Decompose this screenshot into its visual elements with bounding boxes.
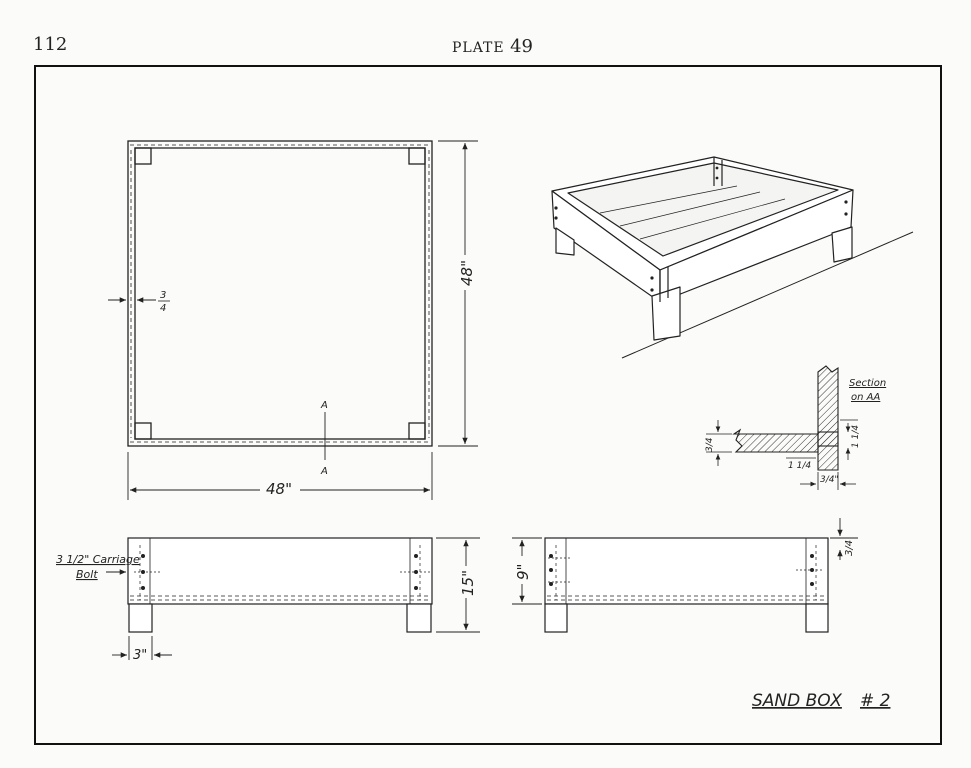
- carriage-bolt-label-line1: 3 1/2" Carriage: [56, 553, 140, 566]
- drawing-title: SAND BOX # 2: [752, 691, 890, 711]
- title-number: # 2: [860, 691, 890, 711]
- carriage-bolt-label-line2: Bolt: [76, 568, 98, 581]
- side-elevation: [544, 537, 829, 633]
- plan-width-dimension: [127, 452, 433, 500]
- side-height-dimension: [512, 537, 542, 605]
- plan-width-label: 48": [266, 480, 292, 498]
- side-bolts: [549, 554, 814, 586]
- plan-view: [127, 140, 433, 460]
- perspective-bolts: [554, 166, 848, 292]
- perspective-view: [551, 156, 914, 359]
- plan-depth-dimension: [438, 140, 478, 447]
- plate-heading: PLATE 49: [452, 36, 533, 57]
- section-side-dim: 3/4": [820, 475, 839, 485]
- rim-dimension: [830, 518, 858, 560]
- leg-width-dimension: [112, 636, 172, 660]
- board-thickness-num: 3: [160, 290, 166, 301]
- plate-number: 49: [510, 36, 533, 57]
- side-height-label: 9": [514, 564, 532, 580]
- front-elevation: [127, 537, 433, 633]
- rim-dim-label: 3/4: [844, 540, 855, 556]
- section-title-line1: Section: [849, 378, 886, 389]
- section-cleat-width-dim: 1 1/4: [788, 461, 811, 471]
- plan-depth-label: 48": [458, 260, 476, 286]
- front-bolts: [141, 554, 418, 590]
- board-thickness-den: 4: [160, 303, 166, 314]
- drawing-border: [34, 65, 942, 745]
- leg-width-label: 3": [133, 648, 147, 663]
- corner-leg: [408, 147, 426, 165]
- title-text: SAND BOX: [752, 691, 842, 711]
- section-mark-bottom: A: [320, 466, 328, 477]
- section-dimensions: [706, 419, 858, 490]
- section-floor-dim: 3/4: [705, 437, 715, 452]
- corner-leg: [134, 422, 152, 440]
- page-number: 112: [33, 34, 68, 55]
- side-leg-right: [805, 603, 829, 633]
- section-aa-view: [732, 365, 839, 471]
- corner-leg: [408, 422, 426, 440]
- side-leg-left: [544, 603, 568, 633]
- corner-leg: [134, 147, 152, 165]
- leg-right: [406, 603, 432, 633]
- plate-label: PLATE: [452, 40, 505, 56]
- total-height-label: 15": [459, 570, 477, 596]
- section-cleat-height-dim: 1 1/4: [851, 425, 861, 448]
- total-height-dimension: [436, 537, 480, 633]
- leg-left: [128, 603, 153, 633]
- section-title-line2: on AA: [851, 392, 880, 403]
- section-mark-top: A: [320, 400, 328, 411]
